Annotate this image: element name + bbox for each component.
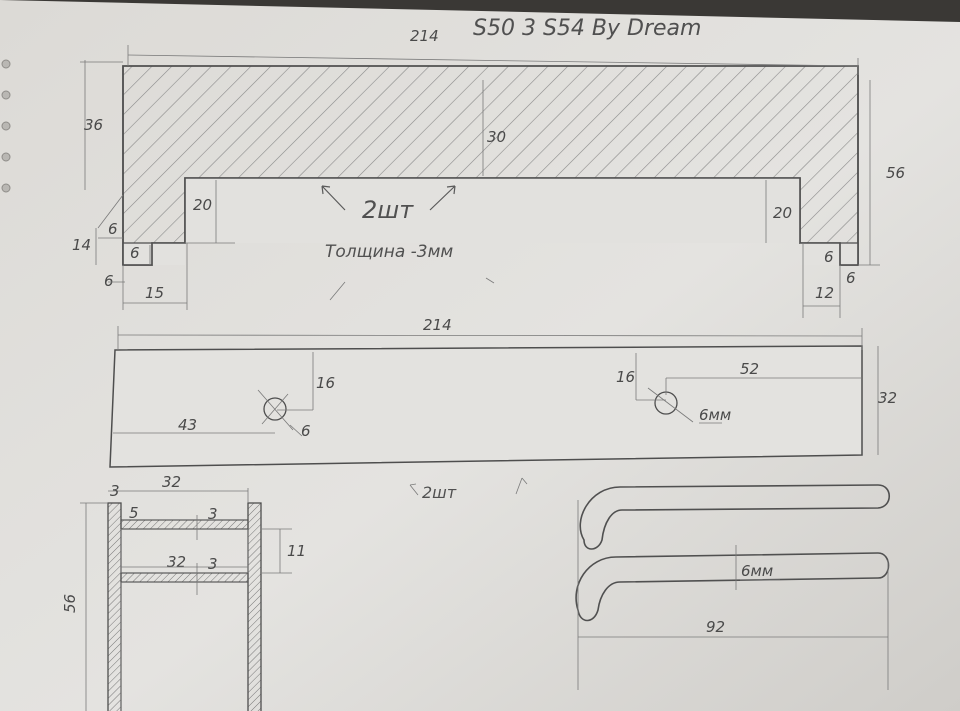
dim-hole-right-x: 52 [740, 360, 759, 378]
dim-step-left-small: 6 [130, 244, 140, 262]
dim-rod-length: 92 [706, 618, 725, 636]
middle-part-outline [109, 345, 863, 468]
dim-bl-slot2: 3 [208, 555, 218, 573]
dim-middle-length: 214 [423, 316, 452, 334]
dim-middle-height: 32 [878, 389, 897, 407]
dim-step-left-bottom: 6 [104, 272, 114, 290]
dim-bl-slot-w: 32 [167, 553, 186, 571]
dim-notch-right: 20 [773, 204, 792, 222]
qty-top: 2шт [362, 196, 414, 224]
qty-middle: 2шт [422, 483, 457, 502]
dim-bl-wall: 3 [110, 482, 120, 500]
dim-notch-left: 20 [193, 196, 212, 214]
dim-step-right-bottom: 6 [846, 269, 856, 287]
dim-hole-right-y: 16 [616, 368, 635, 386]
dim-left-width: 15 [145, 284, 164, 302]
dim-rod-thickness: 6мм [741, 562, 773, 580]
top-notes: 2шт Толщина -3мм [321, 185, 495, 301]
dim-step-left-w: 6 [108, 220, 118, 238]
dim-step-right-small: 6 [824, 248, 834, 266]
dim-bl-offset: 5 [129, 504, 139, 522]
dim-top-length: 214 [410, 27, 439, 45]
dim-left-height: 36 [84, 116, 103, 134]
rod-upper [579, 484, 891, 550]
dim-hole-left-d: 6 [301, 422, 311, 440]
top-part [97, 65, 859, 266]
dim-bl-slot1: 3 [208, 505, 218, 523]
bottom-left-part: 32 3 5 3 32 3 11 56 [61, 473, 306, 711]
dim-mid-height: 30 [487, 128, 506, 146]
dim-hole-right-d: 6мм [699, 406, 731, 424]
dim-step-left-h: 14 [72, 236, 91, 254]
top-dimensions: 214 36 56 30 20 20 6 14 6 6 15 12 6 6 [72, 27, 905, 318]
drawing-title: S50 3 S54 By Dream [473, 16, 701, 41]
hole-left [263, 397, 287, 421]
middle-part: 214 32 16 43 6 16 52 6мм 2шт [109, 316, 897, 502]
rod-lower [575, 552, 890, 622]
dim-right-height: 56 [886, 164, 905, 182]
bottom-right-part: 92 6мм [575, 484, 891, 690]
thickness-note: Толщина -3мм [325, 242, 453, 262]
dim-bl-width: 32 [162, 473, 181, 491]
dim-right-width: 12 [815, 284, 834, 302]
dim-bl-gap: 11 [287, 542, 306, 560]
dim-hole-left-x: 43 [178, 416, 197, 434]
dim-bl-height: 56 [61, 594, 79, 613]
dim-hole-left-y: 16 [316, 374, 335, 392]
binding-holes [1, 59, 11, 193]
